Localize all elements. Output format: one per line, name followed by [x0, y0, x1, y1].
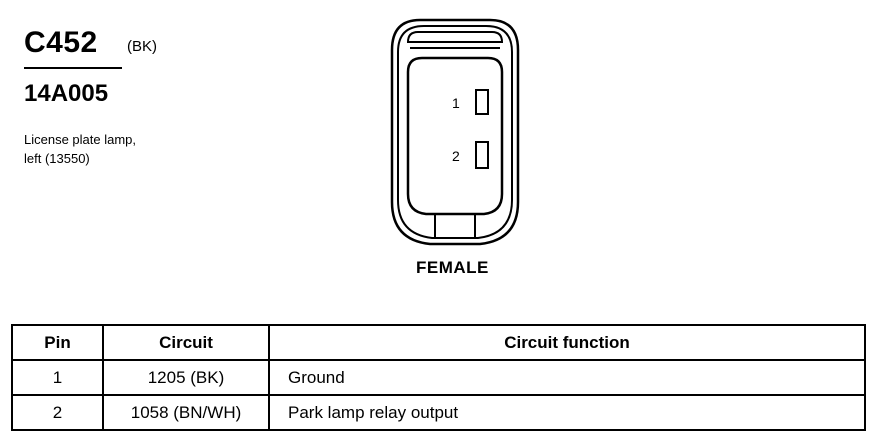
table-row: 2 1058 (BN/WH) Park lamp relay output [11, 394, 866, 431]
connector-gender-label: FEMALE [416, 258, 489, 277]
connector-id: C452 [24, 26, 98, 59]
pin-2-label: 2 [452, 148, 460, 164]
cell-function: Ground [268, 359, 866, 396]
cell-circuit: 1205 (BK) [102, 359, 270, 396]
pin-1-label: 1 [452, 95, 460, 111]
connector-description-line-1: License plate lamp, [24, 132, 137, 147]
pin-1-cavity [475, 89, 489, 115]
header-circuit-function: Circuit function [268, 324, 866, 361]
connector-inner-shell [397, 25, 513, 239]
connector-description-line-2: left (13550) [24, 151, 90, 166]
table-header-row: Pin Circuit Circuit function [11, 324, 866, 361]
connector-face [406, 56, 504, 216]
connector-bottom-tab [434, 214, 476, 239]
part-number: 14A005 [24, 80, 109, 107]
header-circuit: Circuit [102, 324, 270, 361]
header-pin: Pin [11, 324, 104, 361]
connector-face-diagram [390, 18, 520, 246]
pin-2-cavity [475, 141, 489, 169]
connector-top-latch [406, 31, 504, 43]
cell-pin: 1 [11, 359, 104, 396]
table-row: 1 1205 (BK) Ground [11, 359, 866, 396]
pin-table: Pin Circuit Circuit function 1 1205 (BK)… [11, 324, 866, 431]
connector-outer-shell [390, 18, 520, 246]
connector-color-code: (BK) [127, 38, 157, 55]
cell-circuit: 1058 (BN/WH) [102, 394, 270, 431]
cell-pin: 2 [11, 394, 104, 431]
connector-id-underline [24, 67, 122, 69]
cell-function: Park lamp relay output [268, 394, 866, 431]
